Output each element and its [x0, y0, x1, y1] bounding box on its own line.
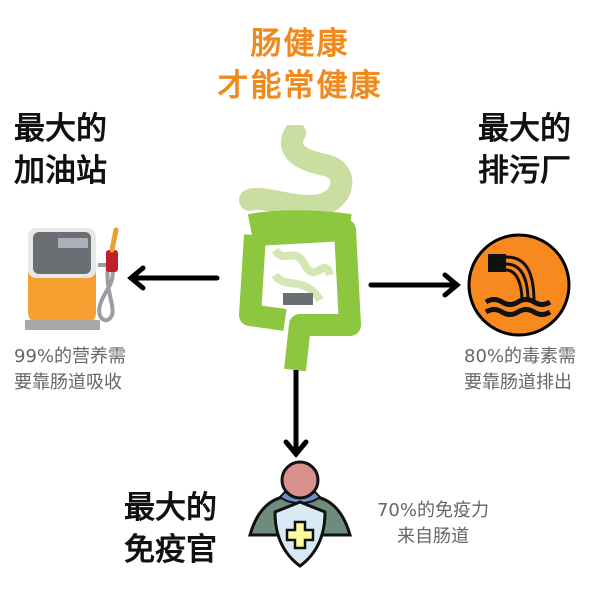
right-heading-line-2: 排污厂: [478, 153, 571, 189]
bottom-heading-line-2: 免疫官: [124, 532, 217, 568]
intestine-icon: [239, 125, 361, 372]
bottom-desc-line-2: 来自肠道: [397, 526, 469, 547]
right-desc-line-2: 要靠肠道排出: [464, 372, 572, 393]
title-line-1: 肠健康: [250, 26, 350, 62]
down-arrow-icon: [283, 370, 309, 458]
bottom-desc-line-1: 70%的免疫力: [376, 500, 489, 521]
title-line-2: 才能常健康: [217, 68, 383, 104]
bottom-heading: 最大的 免疫官: [124, 487, 217, 571]
right-arrow-icon: [368, 272, 461, 298]
right-heading-line-1: 最大的: [478, 111, 571, 147]
left-arrow-icon: [127, 265, 220, 291]
left-desc-line-2: 要靠肠道吸收: [14, 372, 122, 393]
fuel-pump-icon: [25, 227, 119, 330]
right-desc-line-1: 80%的毒素需: [464, 346, 577, 367]
right-heading: 最大的 排污厂: [478, 108, 571, 192]
left-heading: 最大的 加油站: [14, 108, 107, 192]
left-heading-line-2: 加油站: [14, 153, 107, 189]
left-heading-line-1: 最大的: [14, 111, 107, 147]
left-description: 99%的营养需 要靠肠道吸收: [14, 344, 126, 396]
sewage-outlet-icon: [467, 233, 571, 337]
left-desc-line-1: 99%的营养需: [14, 346, 127, 367]
bottom-heading-line-1: 最大的: [124, 490, 217, 526]
bottom-description: 70%的免疫力 来自肠道: [368, 498, 498, 550]
immune-shield-person-icon: [248, 460, 352, 568]
right-description: 80%的毒素需 要靠肠道排出: [464, 344, 576, 396]
